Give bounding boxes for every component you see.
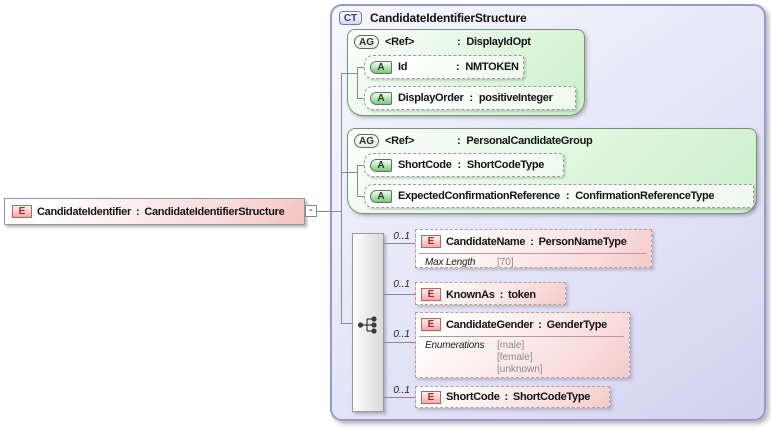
attribute-group-header: AG <Ref> : DisplayIdOpt [348,30,584,49]
attribute-group-ref-label: <Ref> [385,36,415,48]
attribute-name: ExpectedConfirmationReference [398,190,560,202]
connector-line [384,342,415,343]
sequence-icon [357,316,377,334]
connector-line [384,397,415,398]
occurs-label: 0..1 [393,231,410,242]
connector-line [341,172,357,173]
root-element[interactable]: E CandidateIdentifier : CandidateIdentif… [4,198,305,225]
attribute-name: ShortCode [398,159,452,171]
root-element-name: CandidateIdentifier [37,205,131,218]
element-badge: E [421,318,441,331]
attribute-badge: A [370,158,392,172]
facet-label: Enumerations [425,340,485,351]
colon-separator: : [135,205,140,218]
connector-line [316,211,341,212]
colon-separator: : [504,391,509,403]
element-name: ShortCode [446,391,500,403]
facet-enumerations: Enumerations [male] [female] [unknown] [416,337,629,378]
facet-separator [419,336,624,337]
connector-line [357,67,364,68]
facet-maxlength: Max Length [70] [416,254,651,271]
connector-line [341,323,352,324]
connector-line [357,165,358,197]
occurs-label: 0..1 [393,385,410,396]
attribute-badge: A [370,91,392,105]
facet-value: [male] [497,340,525,351]
connector-line [341,73,357,74]
connector-line [384,294,415,295]
element-type: GenderType [546,318,608,331]
facet-label: Max Length [425,257,476,268]
element-type: PersonNameType [538,235,627,248]
facet-value: [70] [497,257,514,268]
colon-separator: : [457,36,461,48]
attribute-name: DisplayOrder [398,92,464,104]
colon-separator: : [530,235,534,248]
colon-separator: : [457,159,462,171]
attribute-badge: A [370,60,392,74]
attribute-group-header: AG <Ref> : PersonalCandidateGroup [348,129,756,148]
occurs-label: 0..1 [393,279,410,290]
complex-type-badge: CT [339,11,362,25]
occurs-label: 0..1 [393,329,410,340]
connector-line [357,98,364,99]
complex-type-header: CT CandidateIdentifierStructure [332,6,764,25]
attribute-badge: A [370,189,392,203]
facet-value: [female] [497,352,533,363]
connector-line [357,67,358,99]
facet-value: [unknown] [497,364,543,375]
attribute-group-badge: AG [354,134,379,148]
attribute-displayorder[interactable]: A DisplayOrder : positiveInteger [364,86,576,110]
connector-line [341,73,342,324]
attribute-type: positiveInteger [478,92,553,104]
element-candidatename[interactable]: E CandidateName : PersonNameType Max Len… [415,229,652,268]
collapse-toggle[interactable]: - [305,205,317,217]
attribute-group-ref-label: <Ref> [385,135,415,147]
element-shortcode[interactable]: E ShortCode : ShortCodeType [415,386,610,408]
root-element-type: CandidateIdentifierStructure [144,205,285,218]
element-candidategender[interactable]: E CandidateGender : GenderType Enumerati… [415,312,630,378]
attribute-id[interactable]: A Id : NMTOKEN [364,55,524,79]
attribute-shortcode[interactable]: A ShortCode : ShortCodeType [364,153,564,177]
attribute-group-badge: AG [354,35,379,49]
colon-separator: : [565,190,570,202]
sequence-bar[interactable] [352,233,384,412]
connector-line [384,243,415,244]
complex-type-title: CandidateIdentifierStructure [370,11,527,25]
facet-separator [419,253,646,254]
connector-line [357,165,364,166]
element-badge: E [421,235,441,248]
element-type: ShortCodeType [512,391,591,403]
colon-separator: : [499,288,504,301]
attribute-group-name: PersonalCandidateGroup [466,135,593,147]
colon-separator: : [469,92,473,104]
colon-separator: : [538,318,542,331]
attribute-group-name: DisplayIdOpt [466,36,531,48]
attribute-expectedconfirmationreference[interactable]: A ExpectedConfirmationReference : Confir… [364,184,754,208]
element-name: CandidateGender [446,318,534,331]
attribute-type: NMTOKEN [465,61,519,73]
colon-separator: : [457,135,461,147]
element-type: token [508,288,536,301]
connector-line [357,196,364,197]
element-badge: E [421,288,441,301]
attribute-type: ShortCodeType [466,159,545,171]
colon-separator: : [456,61,460,73]
attribute-type: ConfirmationReferenceType [575,190,715,202]
element-badge: E [12,205,32,218]
element-name: CandidateName [446,235,526,248]
attribute-name: Id [398,61,408,73]
element-badge: E [421,390,441,404]
element-knownas[interactable]: E KnownAs : token [415,282,566,305]
element-name: KnownAs [446,288,495,301]
